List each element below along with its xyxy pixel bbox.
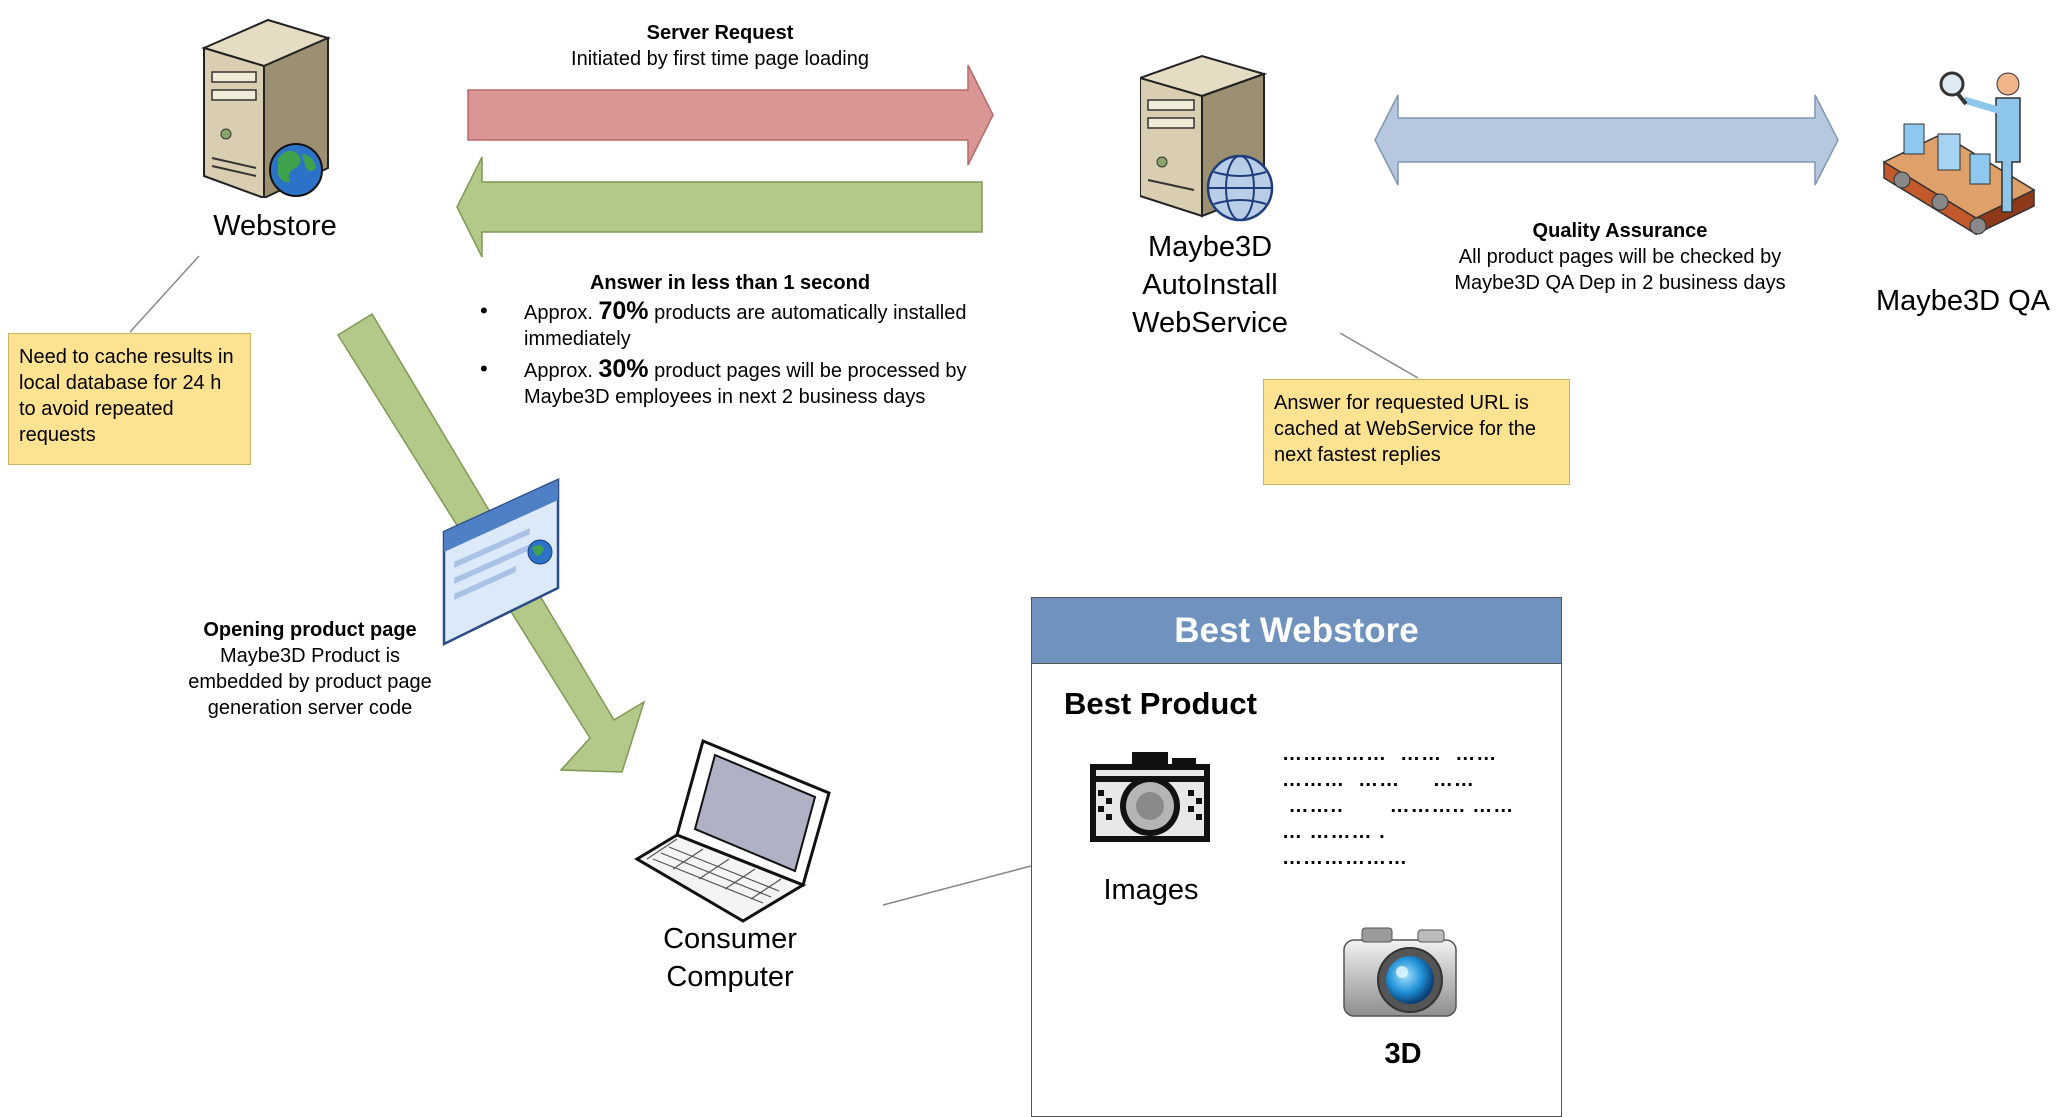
quality-assurance-caption: Quality Assurance All product pages will… [1400, 218, 1840, 296]
webstore-label: Webstore [213, 210, 337, 242]
browser-window-icon [442, 478, 560, 647]
webstore-page-panel: Best Webstore Best Product Images …………… … [1031, 597, 1562, 1117]
placeholder-text-line3: …….. ……….. …… [1282, 795, 1515, 817]
webservice-label: Maybe3D AutoInstall WebService [1090, 228, 1330, 342]
bullet-1-text: products are automatically installed imm… [524, 302, 967, 350]
quality-assurance-line2: Maybe3D QA Dep in 2 business days [1454, 272, 1786, 294]
answer-bullet-2: Approx. 30% product pages will be proces… [476, 356, 1016, 410]
quality-assurance-line1: All product pages will be checked by [1458, 246, 1782, 268]
opening-title: Opening product page [203, 619, 417, 641]
server-request-caption: Server Request Initiated by first time p… [500, 20, 940, 72]
bullet-2-percent: 30% [598, 355, 649, 383]
placeholder-text-line1: …………… …… …… [1282, 743, 1498, 765]
qa-worker-icon [1882, 71, 2036, 236]
server-web-icon [1140, 54, 1274, 222]
note-line-consumer [882, 865, 1032, 906]
images-label: Images [1103, 874, 1199, 906]
cache-note: Need to cache results in local database … [8, 333, 251, 465]
note-line-cache [129, 255, 200, 333]
answer-title-text: Answer in less than 1 second [589, 272, 871, 294]
camera-3d-icon [1343, 927, 1457, 1017]
server-globe-icon [201, 18, 331, 198]
opening-line3: generation server code [207, 697, 413, 719]
placeholder-text-line5: ……………… [1282, 847, 1408, 869]
placeholder-text-line2: ……… …… …… [1282, 769, 1475, 791]
consumer-label-line2: Computer [666, 961, 794, 993]
opening-line2: embedded by product page [188, 671, 432, 693]
bullet-1-prefix: Approx. [524, 302, 599, 324]
consumer-label: Consumer Computer [620, 920, 840, 996]
laptop-icon [634, 738, 831, 923]
answer-bullets: Approx. 70% products are automatically i… [476, 298, 1016, 414]
webservice-label-line1: Maybe3D [1147, 231, 1273, 263]
panel-header: Best Webstore [1032, 598, 1561, 664]
answer-arrow [456, 156, 983, 258]
webservice-label-line2: AutoInstall [1142, 269, 1278, 301]
quality-assurance-arrow [1374, 94, 1839, 186]
webservice-label-line3: WebService [1132, 307, 1288, 339]
answer-bullet-1: Approx. 70% products are automatically i… [476, 298, 1016, 352]
opening-line1: Maybe3D Product is [219, 645, 401, 667]
consumer-label-line1: Consumer [663, 923, 797, 955]
3d-label: 3D [1384, 1038, 1422, 1070]
placeholder-text-line4: … ……… . [1282, 821, 1386, 843]
qa-label: Maybe3D QA [1875, 285, 2051, 317]
product-title: Best Product [1064, 686, 1257, 721]
bullet-1-percent: 70% [598, 297, 649, 325]
bullet-2-prefix: Approx. [524, 360, 599, 382]
answer-title: Answer in less than 1 second [560, 270, 900, 296]
quality-assurance-title: Quality Assurance [1532, 220, 1708, 242]
bullet-2-text: product pages will be processed by Maybe… [524, 360, 967, 408]
server-request-subtitle: Initiated by first time page loading [571, 48, 869, 70]
server-request-arrow [467, 64, 994, 166]
opening-caption: Opening product page Maybe3D Product is … [160, 617, 460, 721]
answer-cache-note: Answer for requested URL is cached at We… [1263, 379, 1570, 485]
note-line-answer [1339, 332, 1419, 379]
server-request-title: Server Request [646, 22, 794, 44]
camera-pixel-icon [1090, 752, 1210, 842]
